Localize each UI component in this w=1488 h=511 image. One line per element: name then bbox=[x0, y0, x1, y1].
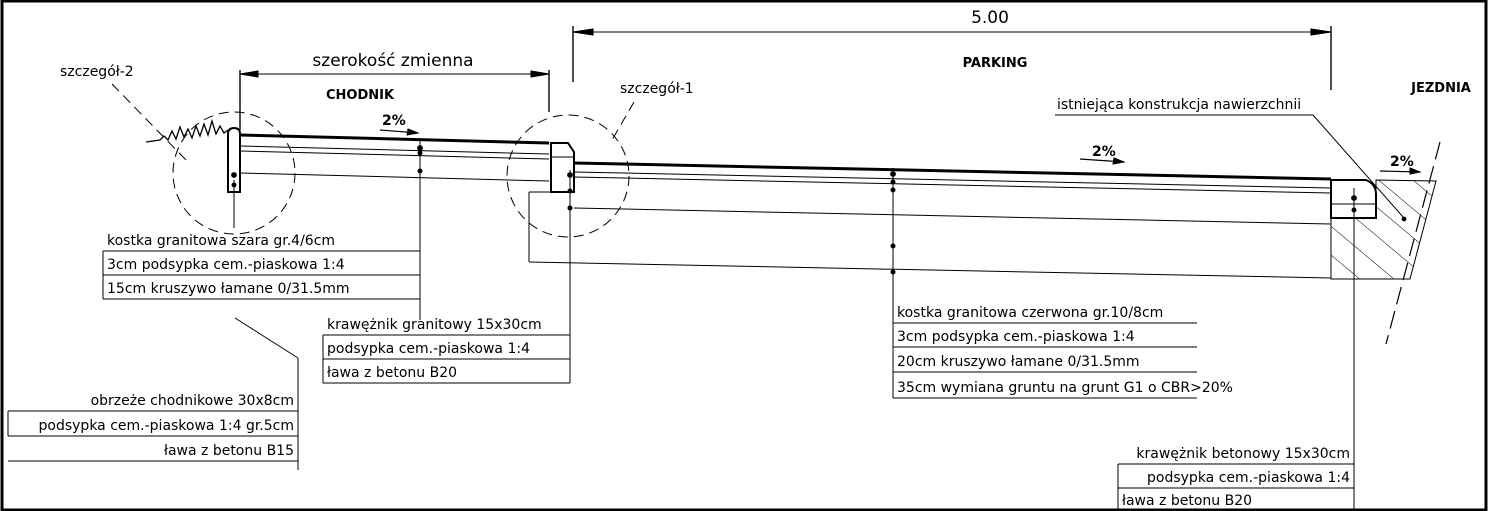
parking-layer-4: 35cm wymiana gruntu na grunt G1 o CBR>20… bbox=[897, 380, 1233, 396]
parking-structure bbox=[528, 161, 1332, 279]
sidewalk-layer-3: 15cm kruszywo łamane 0/31.5mm bbox=[107, 281, 350, 297]
existing-pavement-leader bbox=[1312, 114, 1405, 219]
slope-arrow-parking bbox=[1079, 157, 1126, 165]
leader-sidewalk-layers bbox=[417, 140, 423, 320]
concrete-curb-line-1: krawężnik betonowy 15x30cm bbox=[1136, 446, 1350, 462]
granite-curb-line-2: podsypka cem.-piaskowa 1:4 bbox=[327, 341, 530, 357]
leader-edging-diagonal bbox=[234, 317, 299, 359]
zone-parking: PARKING bbox=[963, 56, 1028, 71]
table-granite-curb bbox=[322, 334, 570, 384]
granite-curb bbox=[550, 142, 575, 193]
parking-layer-2: 3cm podsypka cem.-piaskowa 1:4 bbox=[897, 329, 1135, 345]
detail-1-label: szczegół-1 bbox=[620, 81, 694, 97]
concrete-curb-line-2: podsypka cem.-piaskowa 1:4 bbox=[1147, 470, 1350, 486]
slope-arrow-sidewalk bbox=[379, 128, 420, 136]
dimension-variable-width bbox=[239, 70, 550, 130]
zone-chodnik: CHODNIK bbox=[326, 88, 395, 103]
table-sidewalk-layers bbox=[102, 250, 420, 300]
dimension-5m bbox=[572, 26, 1332, 90]
slope-label-sidewalk: 2% bbox=[382, 113, 406, 129]
detail-1-leader bbox=[611, 101, 635, 141]
edging-line-2: podsypka cem.-piaskowa 1:4 gr.5cm bbox=[39, 418, 294, 434]
detail-2-leader bbox=[111, 83, 187, 161]
grass-terrain bbox=[145, 118, 229, 143]
detail-2-circle bbox=[172, 111, 296, 235]
parking-layer-1: kostka granitowa czerwona gr.10/8cm bbox=[897, 305, 1163, 321]
edging-line-1: obrzeże chodnikowe 30x8cm bbox=[91, 393, 294, 409]
table-parking-layers bbox=[893, 322, 1197, 399]
sidewalk-structure bbox=[227, 126, 550, 193]
dimension-variable-width-label: szerokość zmienna bbox=[312, 51, 473, 71]
existing-pavement-dot bbox=[1401, 216, 1407, 222]
edging-line-3: ława z betonu B15 bbox=[164, 443, 294, 459]
break-line bbox=[1385, 141, 1441, 345]
table-concrete-curb bbox=[1117, 463, 1354, 510]
sidewalk-layer-1: kostka granitowa szara gr.4/6cm bbox=[107, 233, 335, 249]
dimension-5m-value: 5.00 bbox=[971, 8, 1009, 28]
parking-layer-3: 20cm kruszywo łamane 0/31.5mm bbox=[897, 354, 1140, 370]
existing-pavement-label: istniejąca konstrukcja nawierzchnii bbox=[1057, 97, 1301, 113]
sidewalk-layer-2: 3cm podsypka cem.-piaskowa 1:4 bbox=[107, 257, 345, 273]
leader-concrete-curb bbox=[1351, 188, 1357, 510]
leader-parking-layers bbox=[890, 168, 896, 398]
detail-1-circle bbox=[506, 114, 630, 238]
slope-label-road: 2% bbox=[1390, 154, 1414, 170]
granite-curb-line-3: ława z betonu B20 bbox=[327, 365, 457, 381]
table-edging bbox=[7, 410, 298, 462]
detail-2-label: szczegół-2 bbox=[60, 64, 134, 80]
concrete-curb-line-3: ława z betonu B20 bbox=[1122, 493, 1252, 509]
zone-jezdnia: JEZDNIA bbox=[1410, 81, 1471, 96]
leader-granite-curb bbox=[567, 170, 573, 383]
granite-curb-line-1: krawężnik granitowy 15x30cm bbox=[327, 317, 542, 333]
slope-label-parking: 2% bbox=[1092, 144, 1116, 160]
slope-arrow-road bbox=[1379, 167, 1422, 175]
leader-edging bbox=[231, 172, 237, 228]
